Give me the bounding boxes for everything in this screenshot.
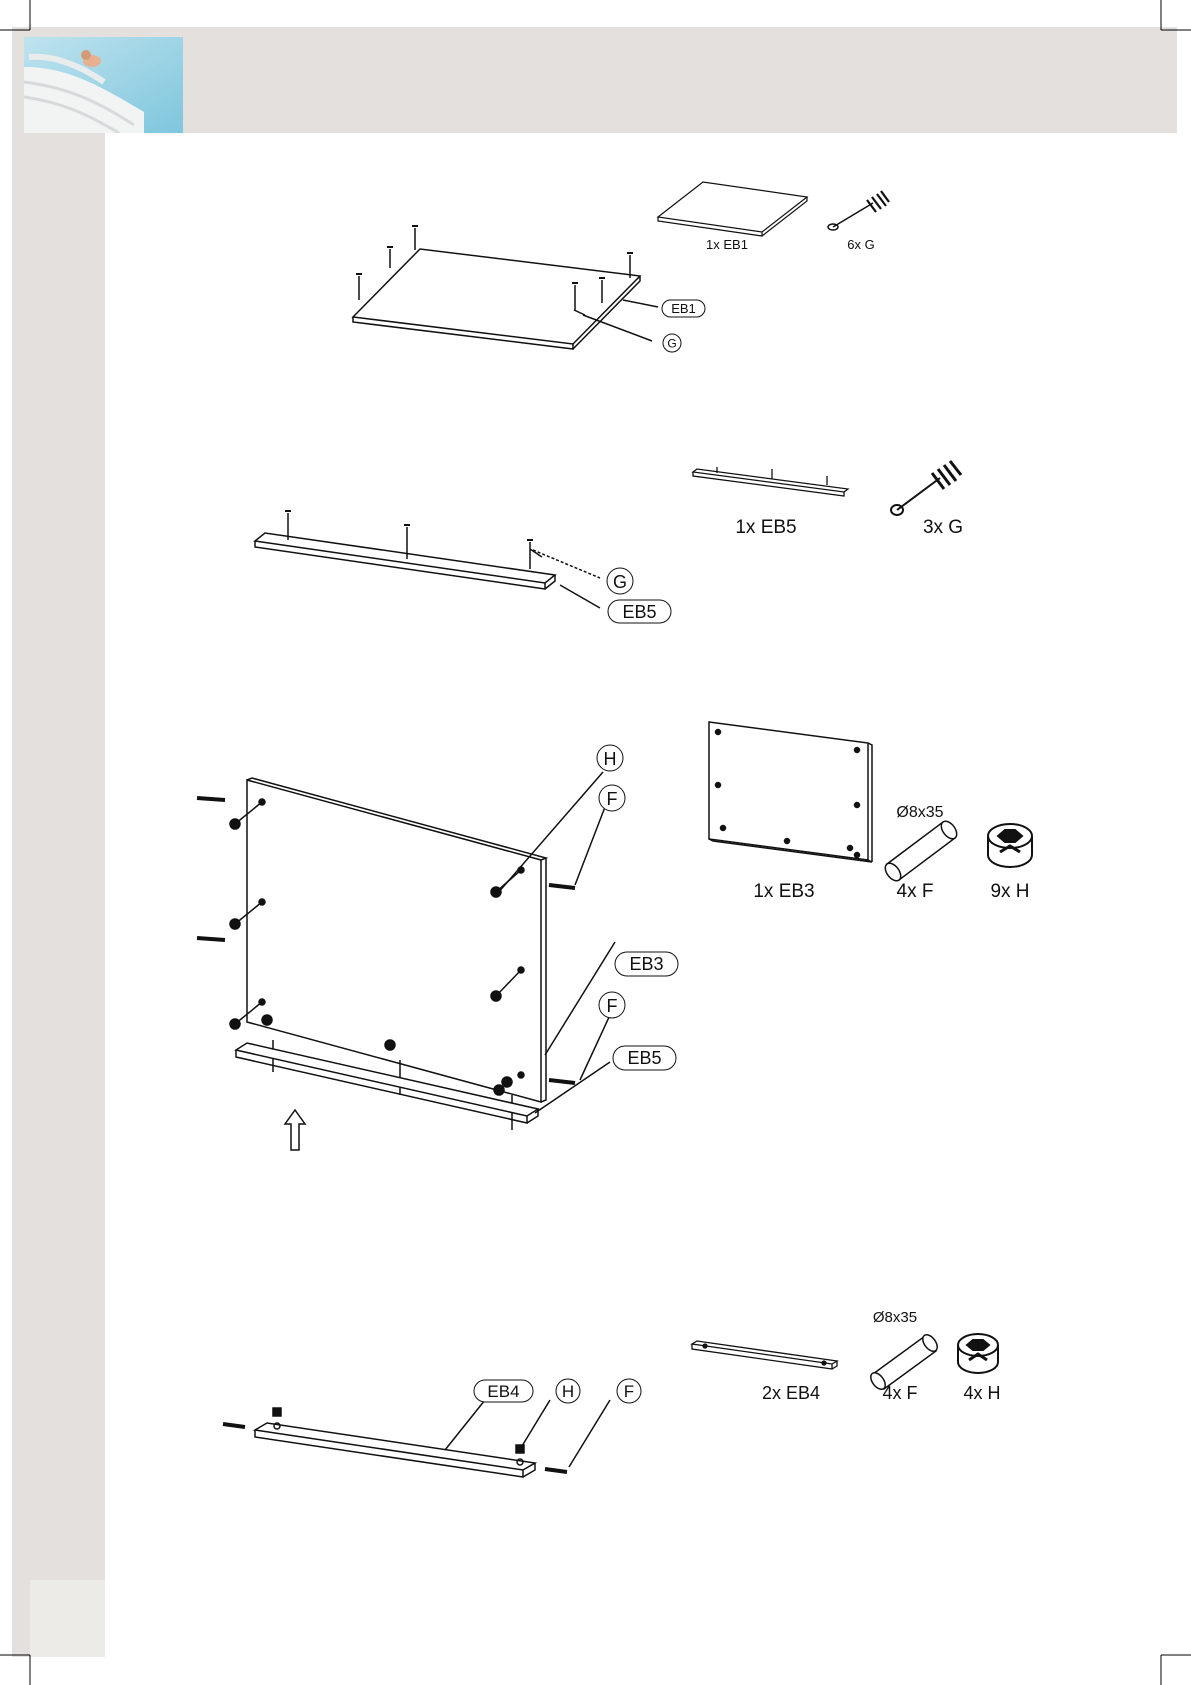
part-eb4-icon <box>692 1341 837 1369</box>
callout-eb1: EB1 <box>662 300 705 317</box>
part-f-qty: 4x F <box>882 1383 917 1403</box>
header-band <box>12 27 1177 133</box>
callout-eb4: EB4 <box>474 1380 533 1402</box>
callout-g: G <box>607 568 633 594</box>
svg-text:EB4: EB4 <box>487 1382 519 1401</box>
part-g-qty: 6x G <box>847 237 874 252</box>
callout-f: F <box>617 1379 641 1403</box>
callout-f: F <box>599 785 625 811</box>
part-f-qty: 4x F <box>897 881 934 902</box>
svg-text:G: G <box>613 572 627 592</box>
part-eb4-qty: 2x EB4 <box>762 1383 820 1403</box>
dowel-size-label: Ø8x35 <box>873 1309 917 1326</box>
svg-text:EB5: EB5 <box>622 602 656 622</box>
svg-text:F: F <box>624 1382 634 1401</box>
crop-mark-bottom-right <box>1150 1650 1191 1685</box>
cam-lock-h-icon <box>958 1334 998 1373</box>
assembly-step-1: EB1 G 1x EB1 6x G <box>105 160 1177 380</box>
part-eb5-qty: 1x EB5 <box>735 517 796 538</box>
callout-f: F <box>599 992 625 1018</box>
part-eb3-qty: 1x EB3 <box>753 881 814 902</box>
svg-text:F: F <box>607 996 618 1016</box>
part-g-qty: 3x G <box>923 517 963 538</box>
eb4-rail-drawing <box>223 1400 610 1477</box>
part-h-qty: 9x H <box>990 881 1029 902</box>
part-eb5-icon <box>693 467 848 496</box>
svg-text:EB3: EB3 <box>629 954 663 974</box>
cam-bolt-g-icon <box>828 191 889 230</box>
side-band-footer <box>30 1580 105 1657</box>
svg-text:F: F <box>607 789 618 809</box>
eb1-board-drawing <box>353 226 658 349</box>
svg-text:G: G <box>667 337 676 351</box>
svg-text:EB5: EB5 <box>627 1048 661 1068</box>
header-photo <box>24 37 183 133</box>
part-eb1-qty: 1x EB1 <box>706 237 748 252</box>
callout-h: H <box>556 1379 580 1403</box>
eb5-rail-drawing <box>255 511 600 608</box>
part-h-qty: 4x H <box>963 1383 1000 1403</box>
callout-eb5: EB5 <box>613 1046 676 1070</box>
callout-eb3: EB3 <box>615 952 678 976</box>
part-eb3-icon <box>709 722 872 862</box>
dowel-f-icon <box>882 818 960 883</box>
assembly-step-2: G EB5 1x EB5 3x G <box>105 445 1177 640</box>
crop-mark-top-right <box>1150 0 1191 45</box>
dowel-size-label: Ø8x35 <box>896 804 943 821</box>
callout-h: H <box>597 745 623 771</box>
part-eb1-icon <box>658 182 807 236</box>
svg-text:H: H <box>562 1382 574 1401</box>
assembly-step-3: H F EB3 F EB5 1x EB3 Ø8x35 <box>105 710 1177 1180</box>
svg-text:EB1: EB1 <box>671 301 696 316</box>
side-band <box>12 27 105 1657</box>
cam-lock-h-icon <box>988 824 1032 867</box>
eb3-panel-drawing <box>197 772 615 1150</box>
svg-text:H: H <box>604 749 617 769</box>
callout-g: G <box>663 334 681 352</box>
callout-eb5: EB5 <box>608 600 671 623</box>
crop-mark-bottom-left <box>0 1650 45 1685</box>
assembly-step-4: EB4 H F 2x EB4 Ø8x35 4x F 4x <box>105 1300 1177 1500</box>
cam-bolt-g-icon <box>891 461 961 515</box>
crop-mark-top-left <box>0 0 45 45</box>
